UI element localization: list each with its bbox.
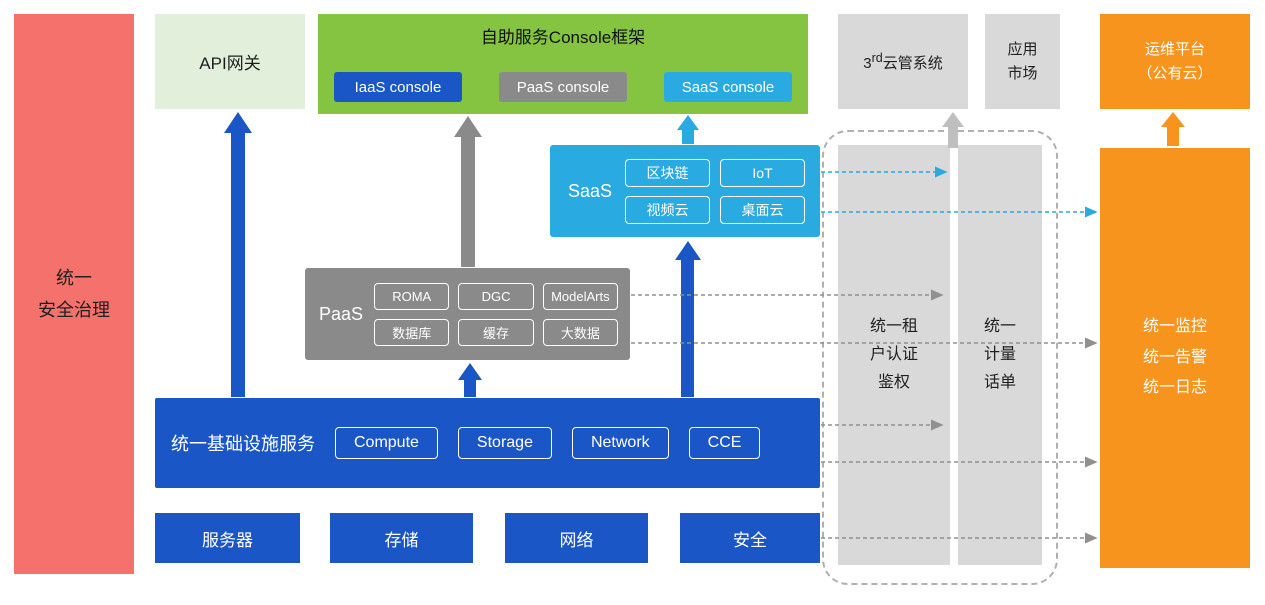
- third-party-label-prefix: 3: [863, 54, 872, 72]
- saas-service-video-cloud: 视频云: [625, 195, 711, 224]
- paas-layer-label: PaaS: [319, 303, 364, 324]
- saas-layer-box: SaaS 区块链 IoT 视频云 桌面云: [550, 145, 820, 237]
- monitoring-alarm-log-bar: 统一监控 统一告警 统一日志: [1100, 148, 1250, 568]
- third-party-cloud-mgmt-box: 3rd云管系统: [838, 14, 968, 109]
- resource-server-box: 服务器: [155, 513, 300, 563]
- infrastructure-layer-box: 统一基础设施服务 Compute Storage Network CCE: [155, 398, 820, 488]
- arrow-infra-to-paas: [458, 363, 482, 397]
- app-market-box: 应用 市场: [985, 14, 1060, 109]
- console-frame-box: 自助服务Console框架 IaaS console PaaS console …: [318, 14, 808, 114]
- arrow-infra-to-saas: [675, 241, 701, 397]
- paas-layer-box: PaaS ROMA DGC ModelArts 数据库 缓存 大数据: [305, 268, 630, 360]
- paas-service-dgc: DGC: [458, 282, 534, 310]
- arrow-infra-to-api-gateway: [224, 112, 252, 397]
- security-governance-bar: 统一 安全治理: [14, 14, 134, 574]
- arrow-paas-to-console: [454, 116, 482, 267]
- infra-service-compute: Compute: [335, 427, 438, 459]
- tenant-auth-bar: 统一租 户认证 鉴权: [838, 145, 950, 565]
- console-buttons-row: IaaS console PaaS console SaaS console: [318, 72, 808, 102]
- saas-service-desktop-cloud: 桌面云: [720, 195, 805, 224]
- saas-services-grid: 区块链 IoT 视频云 桌面云: [625, 158, 805, 224]
- infrastructure-label: 统一基础设施服务: [171, 434, 315, 454]
- saas-console-button: SaaS console: [664, 72, 792, 102]
- arrow-monitor-to-om-platform: [1161, 112, 1185, 146]
- paas-service-modelarts: ModelArts: [542, 282, 618, 310]
- infra-service-storage: Storage: [457, 427, 552, 459]
- paas-console-button: PaaS console: [499, 72, 627, 102]
- third-party-label-suffix: 云管系统: [882, 54, 943, 72]
- saas-layer-label: SaaS: [568, 180, 613, 201]
- arrow-saas-to-console: [677, 115, 699, 144]
- metering-billing-bar: 统一 计量 话单: [958, 145, 1042, 565]
- third-party-label-sup: rd: [871, 50, 883, 65]
- resource-storage-box: 存储: [330, 513, 473, 563]
- third-party-cloud-label: 3rd云管系统: [863, 51, 942, 73]
- iaas-console-button: IaaS console: [334, 72, 462, 102]
- api-gateway-box: API网关: [155, 14, 305, 109]
- console-frame-title: 自助服务Console框架: [480, 28, 646, 47]
- paas-service-bigdata: 大数据: [542, 318, 618, 346]
- paas-service-roma: ROMA: [374, 282, 450, 310]
- paas-service-database: 数据库: [374, 318, 450, 346]
- saas-service-blockchain: 区块链: [625, 158, 711, 187]
- paas-services-grid: ROMA DGC ModelArts 数据库 缓存 大数据: [374, 282, 618, 346]
- resource-network-box: 网络: [505, 513, 648, 563]
- om-platform-box: 运维平台 （公有云）: [1100, 14, 1250, 109]
- infra-service-network: Network: [571, 427, 669, 459]
- resource-security-box: 安全: [680, 513, 820, 563]
- infrastructure-services: Compute Storage Network CCE: [335, 427, 761, 459]
- shared-services-dashed-frame: [822, 130, 1058, 585]
- infra-service-cce: CCE: [688, 427, 761, 459]
- saas-service-iot: IoT: [720, 158, 805, 187]
- paas-service-cache: 缓存: [458, 318, 534, 346]
